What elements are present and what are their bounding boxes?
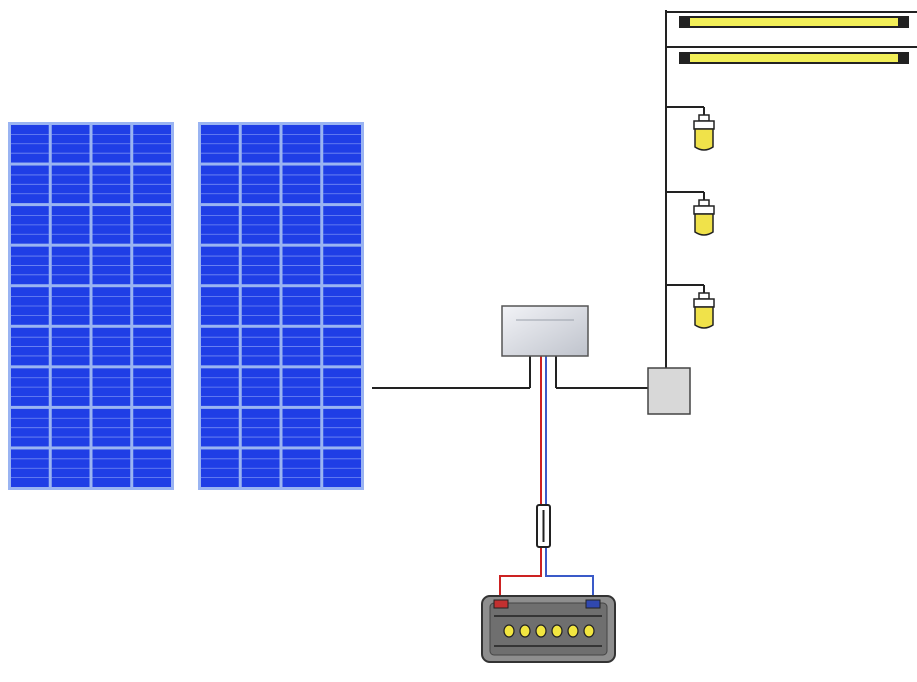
junction-box-icon <box>647 367 691 415</box>
light-bulbs <box>666 106 715 329</box>
fluorescent-tube-icon <box>679 16 909 28</box>
light-bulb-2 <box>666 191 715 236</box>
charge-controller-icon <box>501 305 589 357</box>
battery-cells <box>503 624 595 638</box>
solar-panel-array <box>8 122 364 490</box>
light-bulb-icon <box>694 128 714 151</box>
solar-panel-2 <box>198 122 364 490</box>
light-bulb-3 <box>666 284 715 329</box>
battery <box>481 595 616 663</box>
fluorescent-tube-2 <box>666 46 917 64</box>
battery-cell <box>567 624 579 638</box>
charge-controller <box>501 305 589 357</box>
fuse <box>536 504 551 548</box>
light-bulb-icon <box>694 213 714 236</box>
fluorescent-tube-1 <box>666 11 917 28</box>
battery-cell <box>519 624 531 638</box>
battery-positive-terminal <box>493 599 509 609</box>
solar-panel-1 <box>8 122 174 490</box>
light-bulb-icon <box>694 306 714 329</box>
fluorescent-tube-icon <box>679 52 909 64</box>
battery-cell <box>583 624 595 638</box>
battery-cell <box>535 624 547 638</box>
wiring <box>372 10 667 600</box>
light-bulb-1 <box>666 106 715 151</box>
battery-negative-wire <box>545 356 594 600</box>
battery-cell <box>551 624 563 638</box>
battery-negative-terminal <box>585 599 601 609</box>
battery-cell <box>503 624 515 638</box>
battery-positive-wire <box>499 356 542 600</box>
fluorescent-tubes <box>666 11 917 64</box>
